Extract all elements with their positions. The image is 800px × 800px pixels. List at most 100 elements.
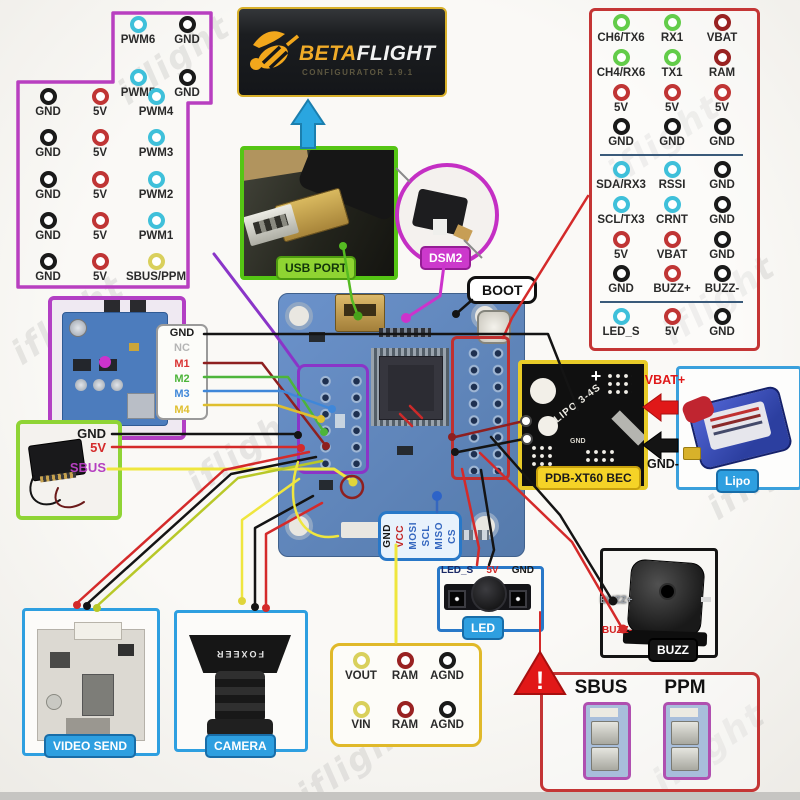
vtx-component <box>66 718 110 734</box>
jumper-pad <box>671 747 699 771</box>
pin-label: GND <box>709 136 735 149</box>
pin-ram: RAM <box>385 701 425 732</box>
usb-port-badge: USB PORT <box>276 256 357 280</box>
pin-dot <box>352 701 370 719</box>
board-connector <box>341 522 385 538</box>
pin-label: AGND <box>430 670 464 682</box>
pin-vbat: VBAT <box>650 230 694 262</box>
label-gnd: GND <box>511 565 534 576</box>
pin-ch4-rx6: CH4/RX6 <box>592 48 650 80</box>
pin-dot <box>396 701 414 719</box>
pin-row: 5V VBAT GND <box>592 230 751 262</box>
capacitor <box>69 319 87 337</box>
board-usb-connector <box>335 294 385 332</box>
camera-brand: FOXEER <box>215 649 265 659</box>
usb-connector-slots <box>252 213 289 235</box>
pin-label: GND <box>709 179 735 192</box>
brand-flight: FLIGHT <box>356 42 436 65</box>
smd-component <box>335 414 345 428</box>
pin-dot <box>147 211 165 229</box>
pin-row: SDA/RX3 RSSI GND <box>592 161 751 192</box>
pin-dot <box>91 88 109 105</box>
pin-gnd: GND <box>592 118 650 149</box>
jumper-silkscreen <box>590 708 618 717</box>
pin-5v: 5V <box>592 83 650 115</box>
pin-dot <box>147 253 165 271</box>
right-header-holes <box>457 342 504 474</box>
pin-gnd: GND <box>18 211 78 243</box>
pin-dot <box>147 88 165 105</box>
pin-label: RX1 <box>660 32 684 44</box>
pin-dot <box>39 88 57 105</box>
pin-label: SDA/RX3 <box>596 179 646 192</box>
pin-label: 5V <box>664 326 680 339</box>
pin-label: 5V <box>613 101 629 114</box>
pin-gnd: GND <box>18 129 78 160</box>
pin-label: GND <box>35 106 61 118</box>
pin-dot <box>612 195 630 213</box>
pin-buzz-: BUZZ+ <box>650 265 694 296</box>
pin-label: PWM2 <box>138 188 174 201</box>
pin-dot <box>713 195 731 213</box>
buzzer-pin <box>701 597 711 602</box>
board-usb-slot <box>344 304 376 316</box>
pin-ram: RAM <box>385 652 425 683</box>
smd-component <box>397 446 413 455</box>
pin-dot <box>39 253 57 271</box>
jumper-pad <box>591 747 619 771</box>
label-gnd: GND <box>169 327 195 340</box>
pin-label: 5V <box>613 248 629 261</box>
pin-dot <box>352 652 370 669</box>
pin-dot <box>612 83 630 101</box>
video-send-badge: VIDEO SEND <box>44 734 137 758</box>
pin-dot <box>612 48 630 66</box>
pin-5v: 5V <box>78 211 122 243</box>
pdb-silver-strip <box>611 410 644 446</box>
pin-label: GND <box>709 248 735 261</box>
pin-label: GND <box>709 326 735 339</box>
gnd-arrow-icon <box>642 431 679 461</box>
receiver-gnd-label: GND <box>77 426 106 441</box>
pin-label: SCL/TX3 <box>597 213 645 226</box>
mosfet <box>73 359 91 371</box>
rx-modes-box <box>540 672 760 792</box>
pin-dot <box>129 69 147 87</box>
pin-pwm6: PWM6 <box>112 16 164 47</box>
label-miso: MISO <box>433 522 445 550</box>
brand-subtitle: CONFIGURATOR 1.9.1 <box>302 68 414 77</box>
sbus-heading: SBUS <box>574 677 628 698</box>
vbat-plus-label: VBAT+ <box>644 373 686 387</box>
pin-dot <box>39 170 57 188</box>
pin-tx1: TX1 <box>650 48 694 80</box>
pin-label: RSSI <box>658 179 686 192</box>
mcu-core <box>388 365 434 411</box>
pin-gnd: GND <box>694 161 750 192</box>
regulator <box>127 393 155 419</box>
label-cs: CS <box>446 528 458 544</box>
vtx-component <box>118 644 134 656</box>
pin-label: PWM3 <box>138 147 174 160</box>
pin-dot <box>663 161 681 179</box>
camera-head: FOXEER <box>189 635 291 673</box>
pin-dot <box>91 211 109 229</box>
vtx-component <box>82 674 114 716</box>
pin-dot <box>39 129 57 147</box>
pin-buzz-: BUZZ- <box>694 265 750 296</box>
label-m2: M2 <box>174 373 190 386</box>
lipo-connector <box>683 447 701 460</box>
pin-label: 5V <box>92 229 108 242</box>
vtx-capacitor <box>46 694 62 710</box>
pin-5v: 5V <box>78 170 122 202</box>
vtx-connector <box>74 622 122 640</box>
jumper-pad <box>591 721 619 745</box>
smd-component <box>309 332 325 342</box>
pin-label: GND <box>608 136 634 149</box>
